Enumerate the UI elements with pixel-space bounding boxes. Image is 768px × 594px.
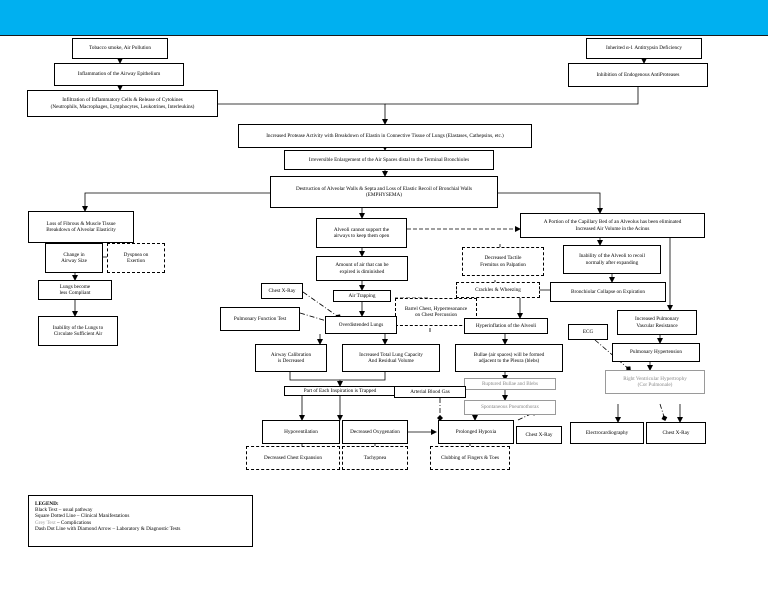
node-decreased-chest-expansion: Decreased Chest Expansion xyxy=(246,446,340,470)
node-hypoventilation: Hypoventilation xyxy=(262,420,340,444)
legend-line-usual-pathway: Black Text – usual pathway xyxy=(35,507,93,514)
node-a1-antitrypsin-deficiency: Inherited α-1 Antitrypsin Deficiency xyxy=(586,38,702,59)
node-crackles-wheezing: Crackles & Wheezing xyxy=(456,282,540,298)
node-alveoli-cannot-support: Alveoli cannot support the airways to ke… xyxy=(316,218,407,248)
node-hyperinflation-alveoli: Hyperinflation of the Alveoli xyxy=(464,318,548,334)
node-chest-xray-2[interactable]: Chest X-Ray xyxy=(516,426,562,444)
node-electrocardiography[interactable]: Electrocardiography xyxy=(570,422,644,444)
node-protease-activity: Increased Protease Activity with Breakdo… xyxy=(238,124,532,148)
node-change-airway-size: Change in Airway Size xyxy=(45,243,103,273)
node-overdistended-lungs: Overdistended Lungs xyxy=(325,316,397,334)
node-inability-alveoli-recoil: Inability of the Alveoli to recoil norma… xyxy=(563,245,661,274)
node-increased-tlc-rv: Increased Total Lung Capacity And Residu… xyxy=(342,344,440,372)
legend-line-complications: Grey Text – Complications xyxy=(35,520,246,526)
header-bar xyxy=(0,0,768,36)
node-irreversible-enlargement: Irreversible Enlargement of the Air Spac… xyxy=(284,150,494,170)
node-barrel-chest: Barrel Chest, Hyperresonance on Chest Pe… xyxy=(395,298,477,326)
node-pulmonary-function-test[interactable]: Pulmonary Function Test xyxy=(220,307,300,331)
node-decreased-oxygenation: Decreased Oxygenation xyxy=(342,420,408,444)
node-capillary-bed-eliminated: A Portion of the Capillary Bed of an Alv… xyxy=(520,213,705,238)
node-bullae-formed: Bullae (air spaces) will be formed adjac… xyxy=(455,344,563,372)
node-airway-calibration-decreased: Airway Calibration is Decreased xyxy=(255,344,327,372)
node-loss-fibrous-tissue: Loss of Fibrous & Muscle Tissue Breakdow… xyxy=(28,211,134,243)
node-clubbing-fingers-toes: Clubbing of Fingers & Toes xyxy=(430,446,510,470)
node-inability-circulate-air: Inability of the Lungs to Circulate Suff… xyxy=(38,316,118,346)
legend-line-lab-tests: Dash Dot Line with Diamond Arrow – Labor… xyxy=(35,525,181,532)
node-pulmonary-hypertension: Pulmonary Hypertension xyxy=(612,343,700,362)
node-arterial-blood-gas[interactable]: Arterial Blood Gas xyxy=(394,386,466,398)
legend-complications-label: – Complications xyxy=(55,519,92,526)
node-air-trapping: Air Trapping xyxy=(333,290,391,302)
node-ecg[interactable]: ECG xyxy=(568,324,608,340)
node-chest-xray-3[interactable]: Chest X-Ray xyxy=(646,422,706,444)
node-expired-air-diminished: Amount of air that can be expired is dim… xyxy=(316,256,408,281)
legend-title: LEGEND: xyxy=(35,501,59,507)
legend-box: LEGEND: Black Text – usual pathway Squar… xyxy=(28,495,253,547)
node-dyspnea-on-exertion: Dyspnea on Exertion xyxy=(107,243,165,273)
node-inhibition-antiproteases: Inhibition of Endogenous AntiProteases xyxy=(568,63,708,87)
node-tachypnea: Tachypnea xyxy=(342,446,408,470)
node-airway-inflammation: Inflammation of the Airway Epithelium xyxy=(54,63,184,86)
node-prolonged-hypoxia: Prolonged Hypoxia xyxy=(438,420,514,444)
node-bronchiolar-collapse: Bronchiolar Collapse on Expiration xyxy=(550,282,666,302)
node-increased-pvr: Increased Pulmonary Vascular Resistance xyxy=(617,310,697,335)
legend-line-clinical-manifestations: Square Dotted Line – Clinical Manifestat… xyxy=(35,513,130,520)
node-chest-xray-1[interactable]: Chest X-Ray xyxy=(261,283,303,299)
legend-grey-text: Grey Text xyxy=(35,519,56,526)
node-lungs-less-compliant: Lungs become less Compliant xyxy=(38,280,112,300)
node-ruptured-bullae: Ruptured Bullae and Blebs xyxy=(464,378,556,390)
node-alveolar-destruction-emphysema: Destruction of Alveolar Walls & Septa an… xyxy=(270,176,498,208)
node-decreased-tactile-fremitus: Decreased Tactile Fremitus on Palpation xyxy=(462,247,544,276)
node-inflammatory-infiltration: Infiltration of Inflammatory Cells & Rel… xyxy=(27,90,218,117)
node-tobacco-smoke: Tobacco smoke, Air Pollution xyxy=(72,38,168,59)
node-spontaneous-pneumothorax: Spontaneous Pneumothorax xyxy=(464,400,556,415)
node-inspiration-trapped: Part of Each Inspiration is Trapped xyxy=(284,386,396,396)
node-right-ventricular-hypertrophy: Right Ventricular Hypertrophy (Cor Pulmo… xyxy=(605,370,705,394)
